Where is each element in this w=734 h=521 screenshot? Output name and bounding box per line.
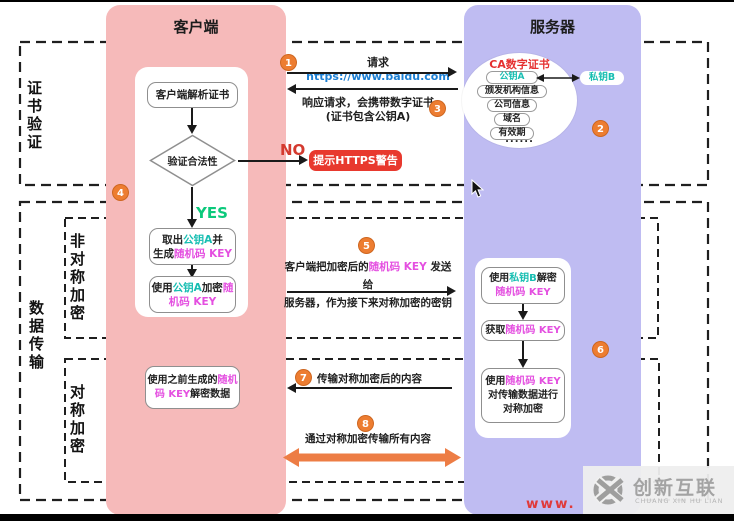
arrowhead-left-icon — [287, 84, 296, 94]
section-label-cert-verify: 证书验证 — [25, 80, 43, 152]
response-line2: (证书包含公钥A) — [325, 110, 411, 123]
ca-cert-title: CA数字证书 — [489, 58, 550, 71]
pill-domain-name: 域名 — [494, 113, 530, 126]
pill-company-info: 公司信息 — [487, 99, 537, 112]
s1-line1: 使用私钥B解密 — [489, 272, 557, 284]
server-title: 服务器 — [529, 18, 575, 36]
pill-issuer-info: 颁发机构信息 — [477, 85, 547, 98]
s3-line3: 对称加密 — [503, 403, 543, 415]
decrypt-line2: 码 KEY解密数据 — [154, 388, 231, 400]
section-label-symmetric: 对称加密 — [68, 384, 86, 456]
encrypt-line2: 机码 KEY — [168, 295, 217, 308]
s3-line1: 使用随机码 KEY — [485, 375, 561, 387]
node-extract-pubkey-gen-key: 取出公钥A并 生成随机码 KEY — [149, 228, 236, 265]
node-server-get-key: 获取随机码 KEY — [481, 320, 565, 341]
decrypt-line1: 使用之前生成的随机 — [147, 374, 238, 386]
msg-response: 响应请求，会携带数字证书 (证书包含公钥A) — [282, 96, 454, 124]
arrow-yes-branch — [191, 187, 193, 220]
pubkey-privkey-double-arrow-icon — [536, 74, 580, 82]
arrow-send-key — [287, 291, 447, 293]
arrow-response — [295, 88, 458, 90]
arrow-request — [287, 72, 448, 74]
yes-label: YES — [196, 204, 228, 222]
arrowhead-right-icon — [448, 67, 457, 77]
cert-verify-box — [18, 40, 710, 187]
no-label: NO — [280, 141, 306, 159]
arrowhead-right-icon — [447, 286, 456, 296]
pill-private-key-b: 私钥B — [580, 71, 624, 85]
asymmetric-box — [64, 217, 659, 339]
big-double-arrow-icon — [283, 448, 461, 467]
arrow-s2-to-s3 — [522, 341, 524, 360]
diamond-shape — [149, 134, 236, 187]
node-server-symmetric-encrypt: 使用随机码 KEY 对传输数据进行 对称加密 — [481, 368, 565, 423]
keygen-line2: 生成随机码 KEY — [152, 247, 233, 260]
step-badge-6: 6 — [592, 341, 609, 358]
watermark-subtitle: CHUANG XIN HU LIAN — [635, 497, 724, 505]
send-key-line1: 客户端把加密后的随机码 KEY 发送给 — [284, 261, 452, 291]
node-encrypt-random-key: 使用公钥A加密随 机码 KEY — [149, 276, 236, 313]
decision-verify-validity: 验证合法性 — [149, 134, 236, 187]
msg-request: 请求 https://www.baidu.com — [306, 56, 450, 83]
step-badge-4: 4 — [112, 184, 129, 201]
section-label-asymmetric: 非对称加密 — [68, 233, 86, 323]
arrowhead-left-icon — [287, 383, 296, 393]
node-client-decrypt-data: 使用之前生成的随机 码 KEY解密数据 — [145, 366, 240, 409]
arrowhead-down-icon — [518, 311, 528, 320]
arrow-no-branch — [238, 160, 300, 162]
section-label-data-transfer: 数据传输 — [27, 300, 45, 372]
data-transfer-box — [18, 200, 710, 502]
watermark-brand: 创新互联 — [633, 477, 718, 499]
mouse-cursor-icon — [471, 179, 484, 198]
arrowhead-down-icon — [187, 269, 197, 278]
watermark-box: 创新互联 CHUANG XIN HU LIAN — [583, 466, 734, 514]
msg-send-key: 客户端把加密后的随机码 KEY 发送给 服务器，作为接下来对称加密的密钥 — [282, 258, 454, 312]
bottom-border-bar — [0, 514, 734, 521]
step-badge-2: 2 — [592, 120, 609, 137]
arrow-keygen-to-encrypt — [191, 265, 193, 270]
step-badge-3: 3 — [429, 100, 446, 117]
decision-label: 验证合法性 — [167, 157, 218, 168]
step-badge-1: 1 — [280, 54, 297, 71]
arrow-s1-to-s2 — [522, 304, 524, 312]
arrowhead-right-icon — [299, 155, 308, 165]
https-warning-box: 提示HTTPS警告 — [309, 150, 402, 171]
node-client-parse-cert: 客户端解析证书 — [147, 82, 238, 108]
node-server-decrypt-key: 使用私钥B解密 随机码 KEY — [481, 267, 565, 304]
client-title: 客户端 — [173, 18, 219, 36]
s3-line2: 对传输数据进行 — [488, 389, 558, 401]
arrowhead-down-icon — [518, 359, 528, 368]
msg-symmetric-all: 通过对称加密传输所有内容 — [305, 433, 431, 445]
arrow-parse-to-diamond — [191, 108, 193, 126]
pill-public-key-a: 公钥A — [486, 71, 538, 84]
cert-more-dots: ...... — [505, 134, 534, 145]
msg-transfer-encrypted: 传输对称加密后的内容 — [317, 373, 422, 385]
step-badge-8: 8 — [357, 415, 374, 432]
node-client-parse-label: 客户端解析证书 — [155, 89, 230, 101]
symmetric-box — [64, 358, 660, 483]
chuangxin-logo-icon — [593, 475, 625, 505]
keygen-line1: 取出公钥A并 — [162, 233, 223, 246]
arrowhead-down-icon — [187, 125, 197, 134]
url-watermark-text: www. — [526, 496, 576, 512]
pill-validity: 有效期 — [490, 127, 534, 140]
step-badge-5: 5 — [358, 237, 375, 254]
s1-line2: 随机码 KEY — [495, 286, 551, 298]
step-badge-7: 7 — [295, 369, 312, 386]
arrow-transfer-encrypted — [295, 387, 452, 389]
response-line1: 响应请求，会携带数字证书 — [302, 96, 434, 109]
s2-line1: 获取随机码 KEY — [485, 324, 561, 336]
encrypt-line1: 使用公钥A加密随 — [151, 281, 234, 294]
top-border-line — [0, 0, 734, 2]
arrowhead-down-icon — [187, 219, 197, 228]
send-key-line2: 服务器，作为接下来对称加密的密钥 — [284, 297, 452, 309]
